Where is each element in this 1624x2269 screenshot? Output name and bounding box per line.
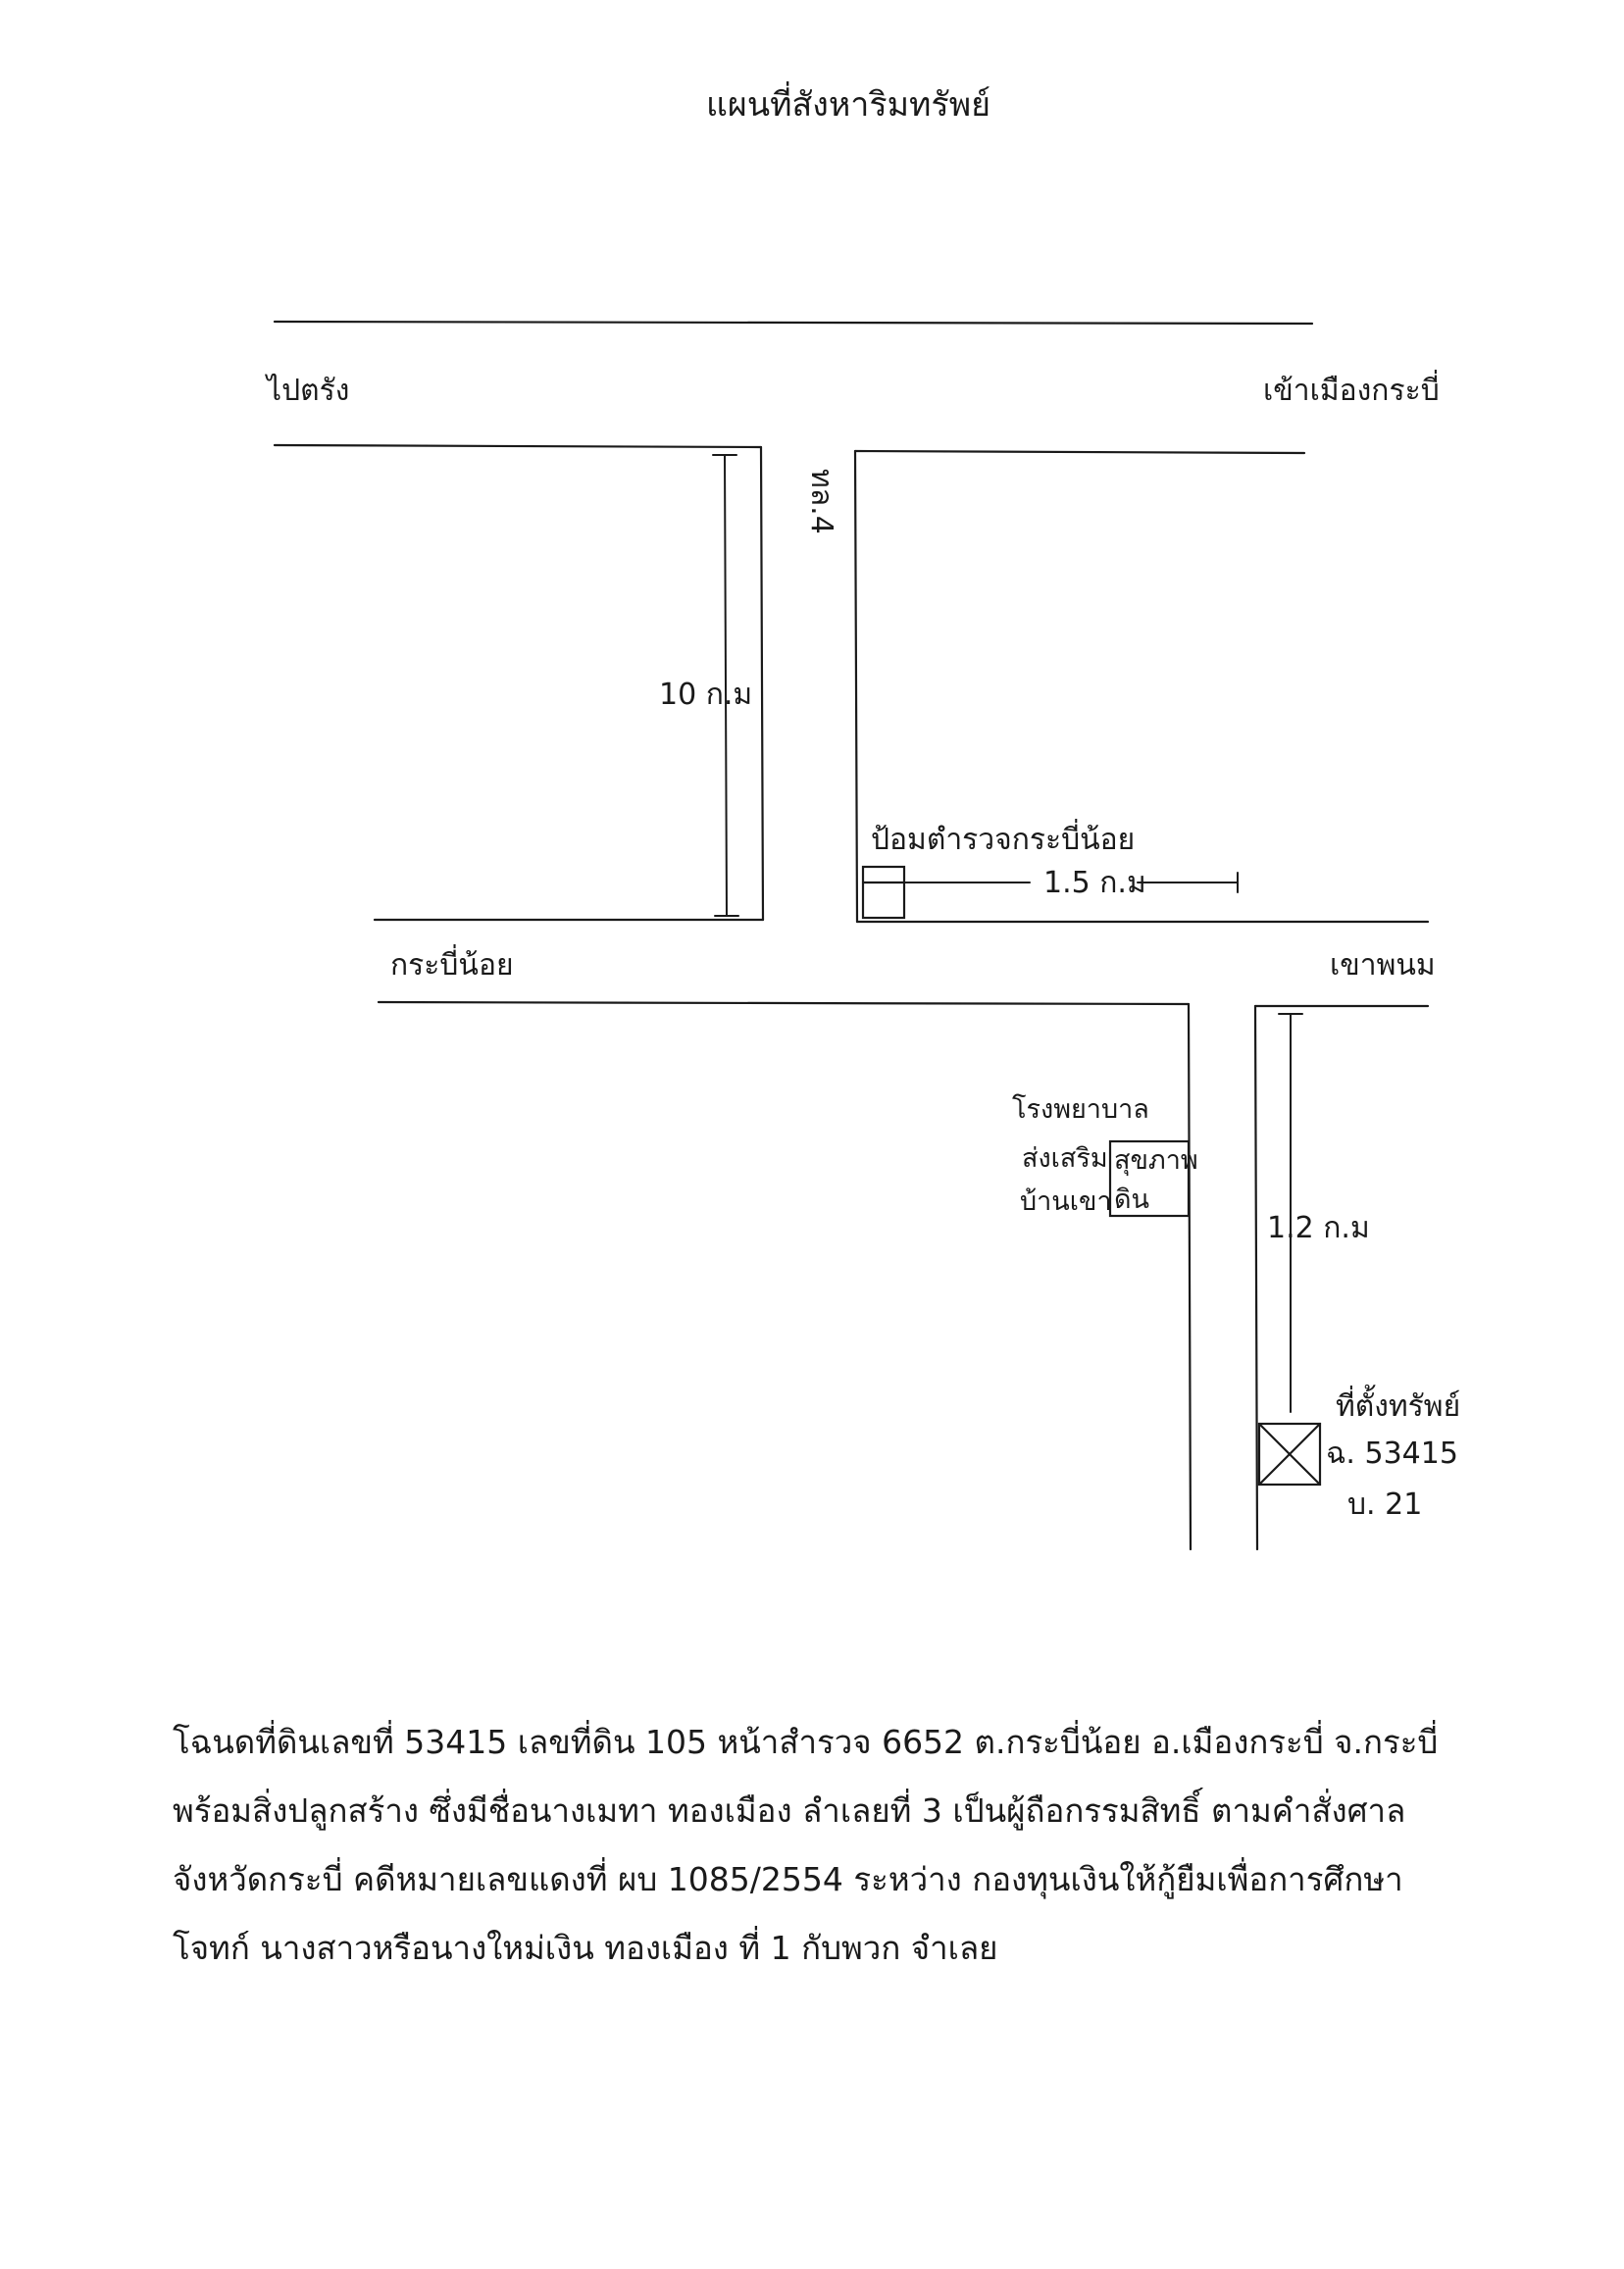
label-khao-phanom: เขาพนม [1330, 948, 1436, 983]
police-box-marker [861, 865, 906, 920]
note-line-4: โจทก์ นางสาวหรือนางใหม่เงิน ทองเมือง ที่… [173, 1926, 998, 1967]
label-property-line2: ฉ. 53415 [1326, 1437, 1458, 1471]
label-property-line1: ที่ตั้งทรัพย์ [1336, 1385, 1460, 1424]
lower-road-west-edge [1187, 1002, 1193, 1551]
highway-east-edge [853, 449, 859, 924]
middle-road-south-edge-left [377, 1000, 1191, 1006]
note-line-3: จังหวัดกระบี่ คดีหมายเลขแดงที่ ผบ 1085/2… [173, 1857, 1403, 1899]
label-hospital-line3b: ดิน [1114, 1185, 1149, 1215]
label-hospital-line2a: ส่งเสริม [1022, 1143, 1108, 1174]
top-road-north-edge [273, 320, 1314, 326]
label-dist-15km: 1.5 ก.ม [1043, 866, 1146, 900]
label-to-trang: ไปตรัง [265, 373, 349, 408]
label-police-box: ป้อมตำรวจกระบี่น้อย [871, 819, 1135, 857]
lower-road-east-edge [1253, 1004, 1259, 1551]
label-dist-10km: 10 ก.ม [659, 678, 752, 712]
note-line-2: พร้อมสิ่งปลูกสร้าง ซึ่งมีชื่อนางเมทา ทอง… [173, 1788, 1405, 1831]
label-to-krabi-town: เข้าเมืองกระบี่ [1263, 370, 1440, 408]
label-road-number: ทล.4 [804, 469, 838, 534]
label-property-line3: บ. 21 [1347, 1487, 1422, 1522]
note-line-1: โฉนดที่ดินเลขที่ 53415 เลขที่ดิน 105 หน้… [173, 1720, 1438, 1761]
map-title: แผนที่สังหาริมทรัพย์ [706, 81, 990, 125]
highway-west-edge [759, 445, 765, 922]
property-marker-cross-b [1257, 1422, 1322, 1487]
top-road-south-edge-left [273, 443, 763, 449]
dimension-10km-line [724, 454, 728, 917]
label-krabi-noi: กระบี่น้อย [390, 944, 514, 983]
hospital-marker-box [1108, 1139, 1191, 1218]
label-hospital-line3a: บ้านเขา [1020, 1186, 1112, 1217]
label-hospital-line1: โรงพยาบาล [1012, 1094, 1149, 1125]
label-hospital-line2b: สุขภาพ [1114, 1145, 1198, 1177]
property-marker-box [1257, 1422, 1322, 1487]
top-road-south-edge-right [853, 449, 1306, 455]
label-dist-12km: 1.2 ก.ม [1267, 1211, 1370, 1245]
